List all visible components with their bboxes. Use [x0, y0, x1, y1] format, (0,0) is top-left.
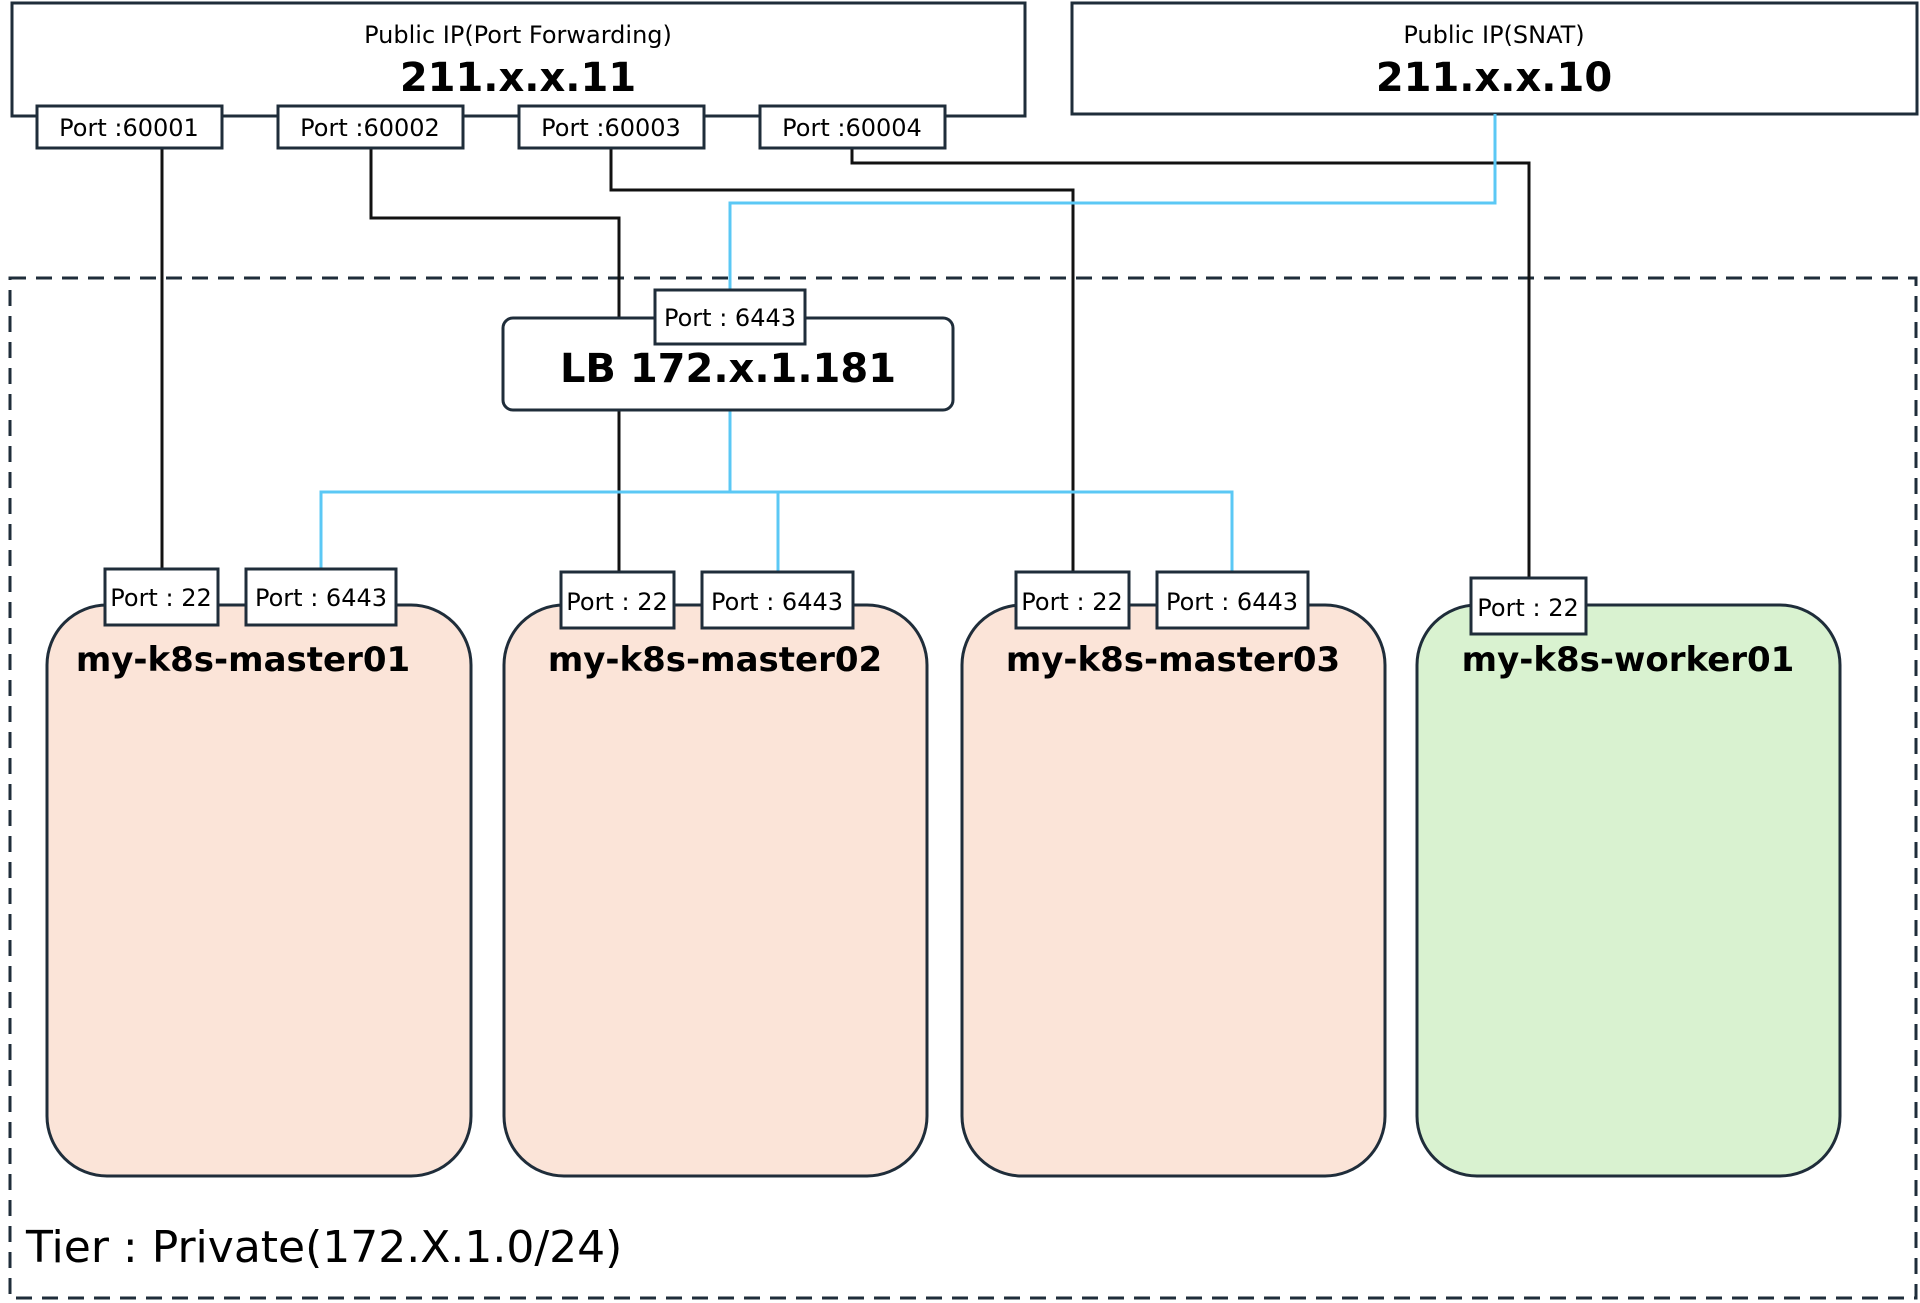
public-ip-port-forwarding-box	[10, 1, 1027, 118]
load-balancer-label: LB 172.x.1.181	[560, 346, 896, 392]
node-master01: my-k8s-master01 Port : 22 Port : 6443	[45, 567, 473, 1178]
node-master03-ssh-port-label: Port : 22	[1021, 588, 1122, 616]
lb-wires	[319, 114, 1497, 572]
lb-port-label: Port : 6443	[664, 304, 796, 332]
node-master03-name: my-k8s-master03	[1006, 640, 1340, 680]
node-master02-ssh-port-label: Port : 22	[566, 588, 667, 616]
node-master01-api-port-label: Port : 6443	[255, 584, 387, 612]
public-ip-port-forwarding-title: Public IP(Port Forwarding)	[364, 21, 672, 49]
node-master02-api-port-label: Port : 6443	[711, 588, 843, 616]
node-master02-ssh-port-box	[559, 570, 676, 630]
node-master01-name: my-k8s-master01	[76, 640, 410, 680]
port-60004-box	[758, 104, 947, 150]
node-worker01-ssh-port-label: Port : 22	[1477, 594, 1578, 622]
port-60001-label: Port :60001	[59, 114, 199, 142]
public-ip-snat-title: Public IP(SNAT)	[1403, 21, 1584, 49]
public-ip-snat-address: 211.x.x.10	[1376, 55, 1612, 101]
node-master02: my-k8s-master02 Port : 22 Port : 6443	[502, 570, 929, 1178]
node-master01-ssh-port-label: Port : 22	[110, 584, 211, 612]
node-master03-api-port-label: Port : 6443	[1166, 588, 1298, 616]
node-master03-ssh-port-box	[1014, 570, 1131, 630]
port-60002-label: Port :60002	[300, 114, 440, 142]
port-60004-label: Port :60004	[782, 114, 922, 142]
node-master02-api-port-box	[700, 570, 855, 630]
wire-60004-worker01-ssh	[850, 148, 1531, 578]
node-worker01-name: my-k8s-worker01	[1462, 640, 1795, 680]
port-60001-box	[35, 104, 224, 150]
node-master02-name: my-k8s-master02	[548, 640, 882, 680]
node-master02-body	[502, 603, 929, 1178]
node-master01-body	[45, 603, 473, 1178]
node-worker01: my-k8s-worker01 Port : 22	[1415, 576, 1842, 1178]
port-forwarding-ports: Port :60001 Port :60002 Port :60003 Port…	[35, 104, 947, 150]
node-master03-body	[960, 603, 1387, 1178]
port-60002-box	[276, 104, 465, 150]
tier-label: Tier : Private(172.X.1.0/24)	[25, 1222, 622, 1273]
lb-port-box	[653, 288, 807, 346]
node-worker01-ssh-port-box	[1469, 576, 1588, 636]
public-ip-port-forwarding-address: 211.x.x.11	[400, 55, 636, 101]
node-master01-ssh-port-box	[103, 567, 220, 627]
node-worker01-body	[1415, 603, 1842, 1178]
port-60003-box	[517, 104, 706, 150]
port-60003-label: Port :60003	[541, 114, 681, 142]
public-ip-snat-box	[1070, 1, 1919, 116]
node-master01-api-port-box	[244, 567, 398, 627]
node-master03-api-port-box	[1155, 570, 1310, 630]
private-tier-boundary	[8, 276, 1918, 1300]
node-master03: my-k8s-master03 Port : 22 Port : 6443	[960, 570, 1387, 1178]
wire-60003-master03-ssh	[609, 148, 1075, 572]
wire-snat-to-lb	[728, 114, 1497, 290]
